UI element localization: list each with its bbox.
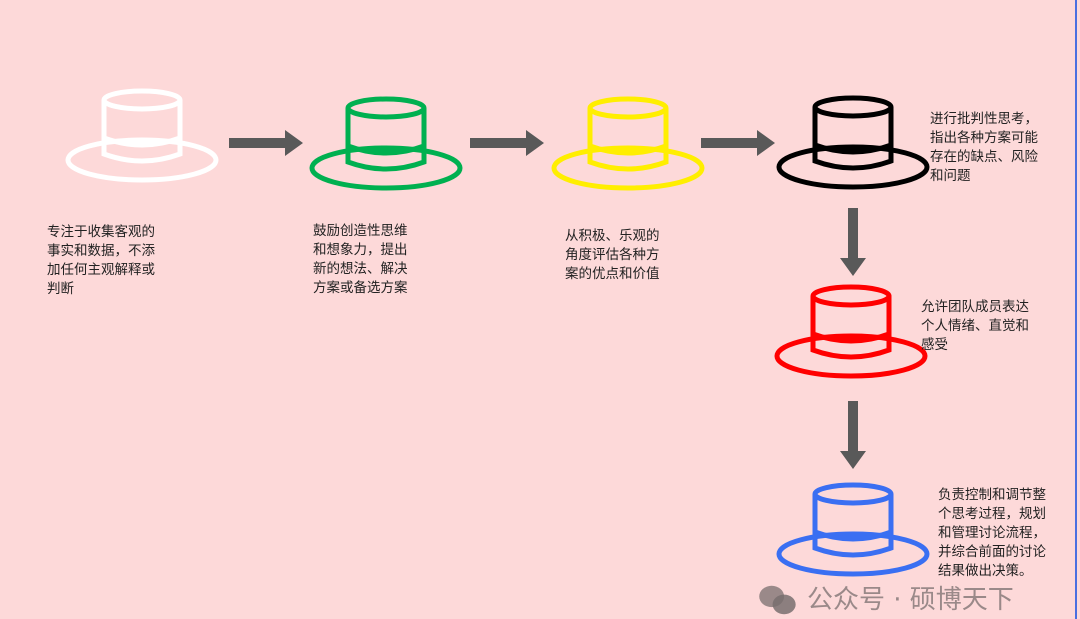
yellow-hat-icon: [548, 96, 708, 196]
blue-hat-description: 负责控制和调节整 个思考过程，规划 和管理讨论流程， 并综合前面的讨论 结果做出…: [938, 487, 1046, 579]
wechat-icon: [759, 585, 796, 615]
arrow-right-icon: [470, 130, 544, 156]
watermark-text: 公众号 · 硕博天下: [807, 585, 1014, 615]
arrow-right-icon: [701, 130, 775, 156]
green-hat-description: 鼓励创造性思维 和想象力，提出 新的想法、解决 方案或备选方案: [313, 223, 408, 296]
green-hat-icon: [306, 96, 466, 196]
watermark: 公众号 · 硕博天下: [755, 584, 1014, 616]
arrow-down-icon: [840, 401, 866, 469]
blue-hat-icon: [773, 482, 933, 582]
white-hat-icon: [62, 88, 222, 188]
right-border: [1075, 0, 1077, 619]
black-hat-icon: [773, 95, 933, 195]
black-hat-description: 进行批判性思考， 指出各种方案可能 存在的缺点、风险 和问题: [930, 111, 1038, 184]
arrow-down-icon: [840, 208, 866, 276]
yellow-hat-description: 从积极、乐观的 角度评估各种方 案的优点和价值: [565, 228, 660, 282]
white-hat-description: 专注于收集客观的 事实和数据，不添 加任何主观解释或 判断: [47, 224, 155, 297]
red-hat-description: 允许团队成员表达 个人情绪、直觉和 感受: [921, 299, 1029, 353]
red-hat-icon: [771, 284, 931, 384]
arrow-right-icon: [229, 130, 303, 156]
